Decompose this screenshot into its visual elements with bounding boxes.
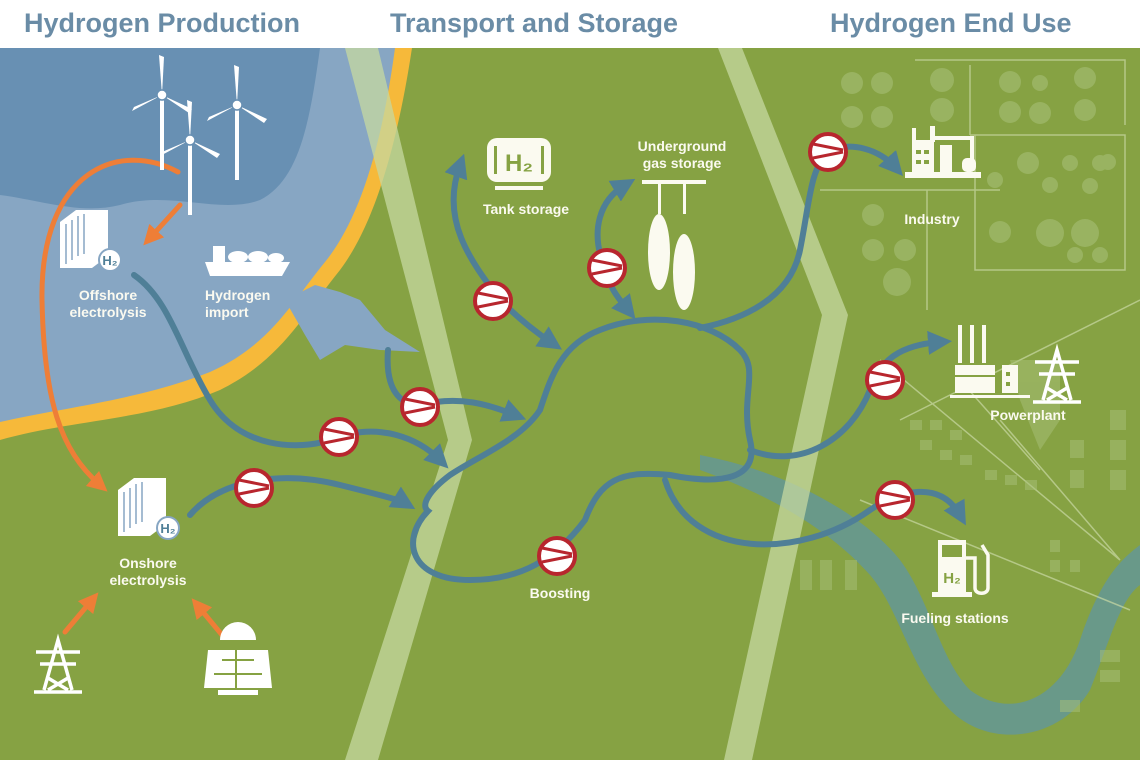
underground-label-line2: gas storage bbox=[642, 155, 722, 171]
import-label-line2: import bbox=[205, 304, 249, 320]
harbor bbox=[285, 285, 420, 360]
powerplant-label: Powerplant bbox=[990, 407, 1066, 423]
hydrogen-import-label: Hydrogen import bbox=[205, 287, 270, 321]
fuel-station-icon: H₂ bbox=[932, 540, 990, 597]
header: Hydrogen Production Transport and Storag… bbox=[0, 0, 1140, 48]
ship-icon bbox=[205, 246, 290, 276]
onshore-label-line2: electrolysis bbox=[109, 572, 187, 588]
offshore-label-line1: Offshore bbox=[78, 287, 138, 303]
boosting-label: Boosting bbox=[529, 585, 591, 601]
powerplant-icon bbox=[950, 325, 1030, 398]
solar-panel-icon bbox=[204, 622, 272, 695]
tank-storage-icon: H₂ bbox=[487, 138, 551, 190]
section-title-transport: Transport and Storage bbox=[390, 8, 679, 38]
underground-storage-label: Underground gas storage bbox=[632, 138, 732, 172]
map-illustration: H₂ bbox=[0, 48, 1140, 760]
onshore-electrolysis-label: Onshore electrolysis bbox=[88, 555, 208, 589]
offshore-label-line2: electrolysis bbox=[69, 304, 147, 320]
offshore-electrolysis-label: Offshore electrolysis bbox=[48, 287, 168, 321]
underground-storage-icon bbox=[642, 180, 706, 310]
underground-label-line1: Underground bbox=[637, 138, 727, 154]
zone-divider-2 bbox=[718, 48, 848, 760]
industry-label: Industry bbox=[904, 211, 960, 227]
section-title-production: Hydrogen Production bbox=[24, 8, 300, 38]
section-title-end-use: Hydrogen End Use bbox=[830, 8, 1072, 38]
fueling-stations-label: Fueling stations bbox=[901, 610, 1009, 626]
tank-storage-label: Tank storage bbox=[482, 201, 570, 217]
city-background bbox=[841, 67, 1116, 296]
import-label-line1: Hydrogen bbox=[205, 287, 271, 303]
onshore-label-line1: Onshore bbox=[119, 555, 177, 571]
svg-text:H₂: H₂ bbox=[505, 150, 533, 177]
factory-icon bbox=[905, 126, 981, 178]
river bbox=[700, 455, 1140, 735]
svg-text:H₂: H₂ bbox=[943, 570, 961, 587]
